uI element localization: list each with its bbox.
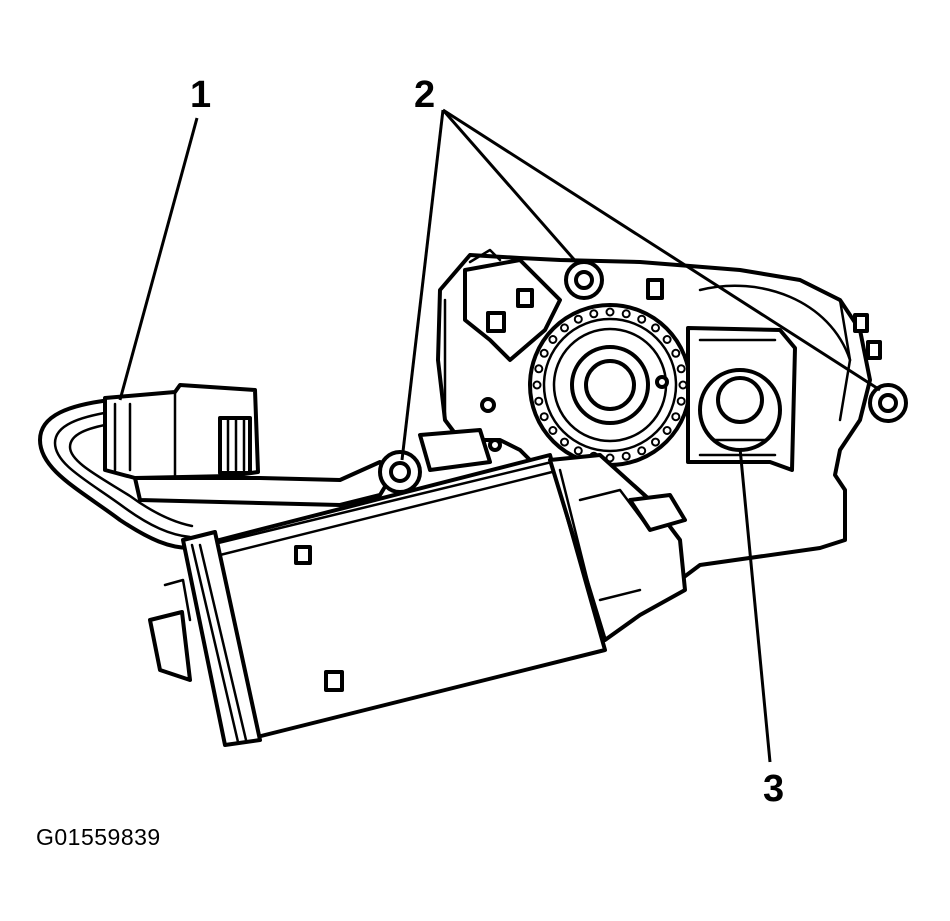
wiring-harness	[38, 398, 194, 550]
gear-tooth	[548, 426, 558, 435]
gear-tooth	[560, 323, 569, 333]
gear-tooth	[651, 437, 660, 447]
leader-lines	[118, 108, 881, 763]
gear-tooth	[605, 307, 615, 317]
gear-tooth	[539, 412, 549, 422]
callout-1-label: 1	[190, 74, 212, 116]
gear-tooth	[651, 323, 660, 333]
leader-2b	[441, 109, 580, 265]
gear-tooth	[676, 364, 686, 374]
figure-id: G01559839	[36, 824, 161, 850]
gear-tooth	[573, 314, 583, 324]
gear-tooth	[671, 412, 681, 422]
leader-2a	[400, 109, 445, 461]
callout-2-label: 2	[414, 74, 436, 116]
gear-tooth	[621, 451, 631, 461]
gear-tooth	[662, 426, 672, 435]
motor-end-cap	[548, 453, 687, 642]
mounting-bracket	[463, 248, 562, 362]
gear-tooth	[573, 446, 583, 456]
gear-tooth	[539, 348, 549, 358]
gear-tooth	[589, 309, 599, 319]
electrical-connector	[103, 383, 260, 480]
housing-tabs	[418, 278, 882, 472]
gear-tooth	[637, 446, 647, 456]
gear-tooth	[671, 348, 681, 358]
gear-tooth	[678, 380, 688, 390]
callout-3-label: 3	[763, 768, 785, 810]
gear-tooth	[534, 396, 544, 406]
gear-tooth	[548, 335, 558, 344]
leader-2c	[442, 108, 881, 392]
gear-tooth	[534, 364, 544, 374]
drive-gear-cage	[686, 326, 797, 472]
output-gear	[528, 303, 692, 467]
gear-tooth	[621, 309, 631, 319]
gear-tooth	[676, 396, 686, 406]
motor-body	[148, 453, 607, 747]
gear-tooth	[662, 335, 672, 344]
gear-tooth	[637, 314, 647, 324]
leader-1	[118, 117, 199, 401]
gear-teeth	[532, 307, 688, 463]
gear-tooth	[560, 437, 569, 447]
leader-3	[738, 447, 772, 763]
gear-tooth	[532, 380, 542, 390]
